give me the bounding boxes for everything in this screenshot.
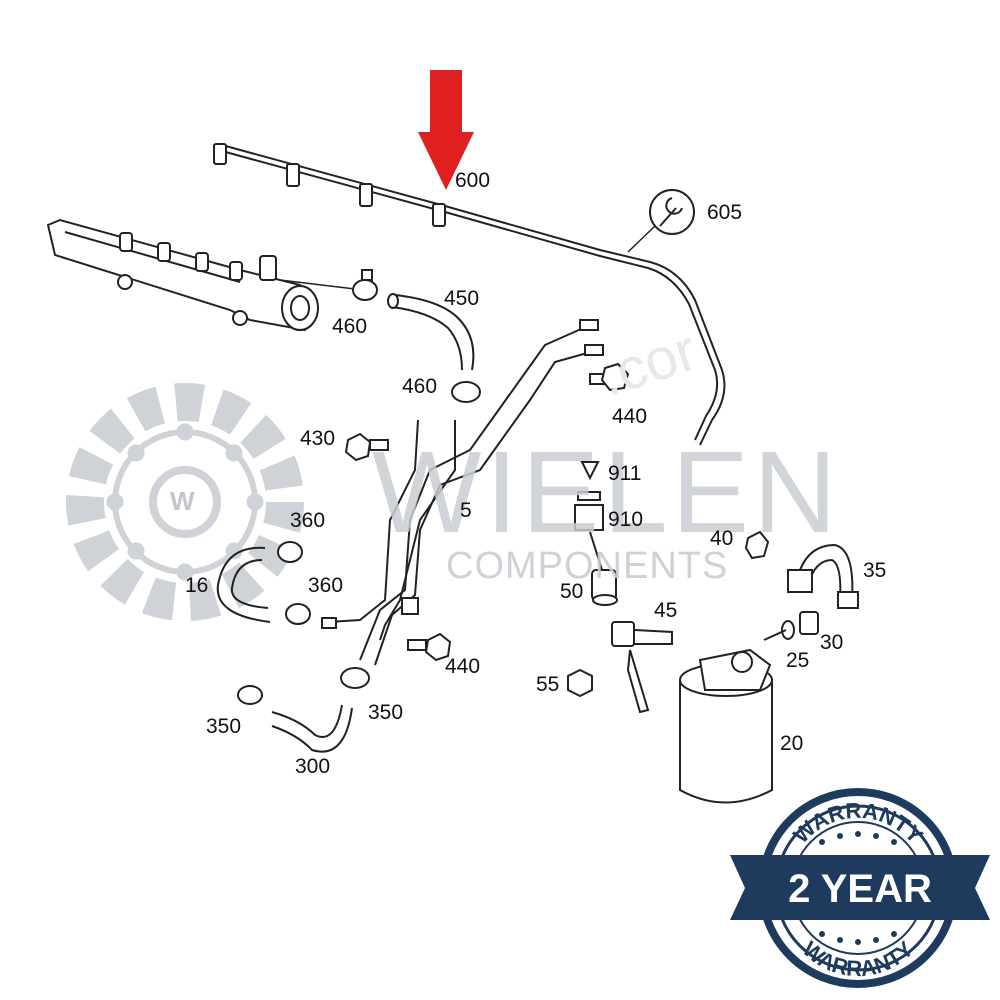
wrench-icon — [649, 189, 695, 235]
red-arrow-icon — [418, 70, 474, 190]
callout-360-lower: 360 — [308, 574, 344, 597]
leader-rail — [279, 279, 356, 290]
star-icon — [819, 831, 897, 945]
warranty-badge: WARRANTY WARRANTY 2 YEAR — [730, 788, 990, 988]
clamp-460-lower — [451, 381, 481, 403]
sensor-assembly — [574, 461, 618, 606]
fitting-30 — [799, 611, 819, 635]
clamp-350-left — [237, 685, 263, 705]
callout-20: 20 — [780, 732, 804, 755]
callout-360-upper: 360 — [290, 509, 326, 532]
callout-16: 16 — [185, 574, 209, 597]
callout-911: 911 — [608, 462, 642, 485]
clamp-360-lower — [285, 603, 311, 625]
warranty-center-text: 2 YEAR — [788, 867, 932, 911]
watermark-gear-icon — [66, 383, 304, 621]
fuel-filter-20 — [679, 629, 787, 804]
watermark-gear-letter: W — [170, 486, 195, 516]
callout-910: 910 — [608, 508, 644, 531]
callout-440-lower: 440 — [445, 655, 481, 678]
hose-300 — [271, 704, 353, 753]
callout-605: 605 — [707, 201, 743, 224]
callout-55: 55 — [536, 673, 560, 696]
fuel-line-bundle-5 — [321, 319, 604, 666]
seal-25 — [781, 620, 795, 640]
callout-600: 600 — [455, 169, 491, 192]
fitting-40 — [744, 530, 770, 560]
callout-5: 5 — [460, 499, 472, 522]
hose-16 — [216, 546, 271, 623]
watermark-brand: WIELEN — [372, 427, 841, 557]
clamp-360-upper — [277, 541, 303, 563]
callout-35: 35 — [863, 559, 887, 582]
callout-460-upper: 460 — [332, 315, 368, 338]
callout-300: 300 — [295, 755, 331, 778]
callout-460-lower: 460 — [402, 375, 438, 398]
fitting-45 — [611, 621, 673, 714]
fuel-rail — [46, 218, 319, 332]
bolt-440-lower — [407, 632, 452, 662]
hose-35 — [787, 543, 859, 609]
callout-25: 25 — [786, 649, 810, 672]
callout-430: 430 — [300, 427, 336, 450]
callout-50: 50 — [560, 580, 584, 603]
leader-605 — [627, 225, 656, 253]
watermark-sub: COMPONENTS — [446, 545, 729, 587]
callout-450: 450 — [444, 287, 480, 310]
callout-440-upper: 440 — [612, 405, 648, 428]
callout-350-right: 350 — [368, 701, 404, 724]
callout-45: 45 — [654, 599, 678, 622]
bolt-430 — [344, 432, 389, 462]
leak-off-line-600 — [213, 143, 726, 446]
callout-30: 30 — [820, 631, 844, 654]
bolt-440-upper — [589, 362, 630, 392]
callout-350-left: 350 — [206, 715, 242, 738]
callout-40: 40 — [710, 527, 734, 550]
hose-450 — [387, 293, 475, 371]
clamp-460-upper — [352, 269, 378, 301]
clamp-350-right — [340, 667, 370, 689]
nut-55 — [567, 668, 593, 698]
